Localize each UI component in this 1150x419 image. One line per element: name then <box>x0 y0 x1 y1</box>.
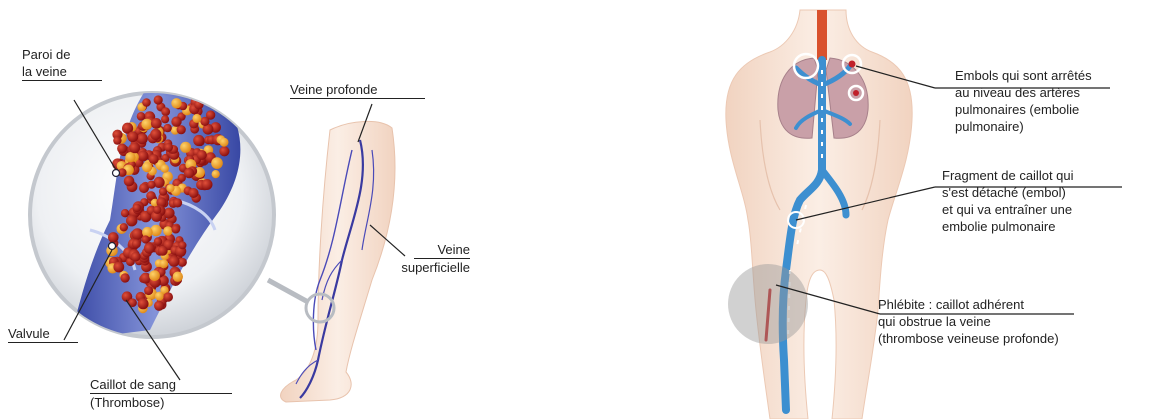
red-blood-cell <box>197 150 207 160</box>
label-embols: Embols qui sont arrêtés au niveau des ar… <box>955 67 1092 135</box>
red-blood-cell <box>124 176 135 187</box>
red-blood-cell <box>171 117 181 127</box>
valvule-marker <box>109 243 116 250</box>
red-blood-cell <box>131 252 141 262</box>
platelet <box>166 184 174 192</box>
platelet <box>149 270 160 281</box>
red-blood-cell <box>144 243 155 254</box>
red-blood-cell <box>154 301 164 311</box>
red-blood-cell <box>117 144 127 154</box>
platelet <box>211 157 223 169</box>
red-blood-cell <box>144 286 153 295</box>
red-blood-cell <box>150 129 161 140</box>
platelet <box>160 259 169 268</box>
red-blood-cell <box>179 241 187 249</box>
label-fragment: Fragment de caillot qui s'est détaché (e… <box>942 167 1074 235</box>
magnified-vein-lens <box>30 60 274 340</box>
red-blood-cell <box>200 117 209 126</box>
red-blood-cell <box>202 179 213 190</box>
red-blood-cell <box>126 215 137 226</box>
red-blood-cell <box>142 235 150 243</box>
phlebitis-highlight <box>728 264 808 344</box>
red-blood-cell <box>120 223 128 231</box>
label-paroi: Paroi de la veine <box>22 46 102 81</box>
red-blood-cell <box>133 204 141 212</box>
label-veine-superficielle: Veine superficielle <box>378 241 470 276</box>
platelet <box>212 170 220 178</box>
red-blood-cell <box>127 131 138 142</box>
platelet <box>161 164 169 172</box>
red-blood-cell <box>138 298 149 309</box>
red-blood-cell <box>137 112 146 121</box>
red-blood-cell <box>184 168 194 178</box>
platelet <box>163 226 172 235</box>
red-blood-cell <box>129 142 140 153</box>
paroi-marker <box>113 170 120 177</box>
platelet <box>171 98 181 108</box>
platelet <box>192 114 201 123</box>
platelet <box>220 138 229 147</box>
red-blood-cell <box>154 237 162 245</box>
red-blood-cell <box>153 206 161 214</box>
platelet <box>155 292 164 301</box>
red-blood-cell <box>193 135 204 146</box>
red-blood-cell <box>189 188 199 198</box>
red-blood-cell <box>158 246 168 256</box>
red-blood-cell <box>137 133 148 144</box>
red-blood-cell <box>138 151 149 162</box>
red-blood-cell <box>219 146 229 156</box>
red-blood-cell <box>120 273 129 282</box>
red-blood-cell <box>142 98 151 107</box>
red-blood-cell <box>113 262 124 273</box>
red-blood-cell <box>169 256 180 267</box>
platelet <box>141 119 152 130</box>
red-blood-cell <box>108 232 119 243</box>
red-blood-cell <box>164 143 173 152</box>
red-blood-cell <box>151 118 162 129</box>
platelet <box>180 142 191 153</box>
red-blood-cell <box>172 225 181 234</box>
red-blood-cell <box>121 209 129 217</box>
red-blood-cell <box>132 228 144 240</box>
platelet <box>142 162 152 172</box>
label-phlebite: Phlébite : caillot adhérent qui obstrue … <box>878 296 1059 347</box>
red-blood-cell <box>163 124 171 132</box>
red-blood-cell <box>149 154 159 164</box>
platelet <box>173 272 183 282</box>
red-blood-cell <box>161 115 169 123</box>
red-blood-cell <box>132 239 141 248</box>
red-blood-cell <box>113 136 121 144</box>
platelet <box>125 152 135 162</box>
red-blood-cell <box>147 181 155 189</box>
label-caillot: Caillot de sang (Thrombose) <box>90 376 232 411</box>
red-blood-cell <box>161 107 170 116</box>
label-veine-profonde: Veine profonde <box>290 81 425 99</box>
red-blood-cell <box>173 198 182 207</box>
label-valvule: Valvule <box>8 325 78 343</box>
red-blood-cell <box>154 95 163 104</box>
red-blood-cell <box>163 292 173 302</box>
